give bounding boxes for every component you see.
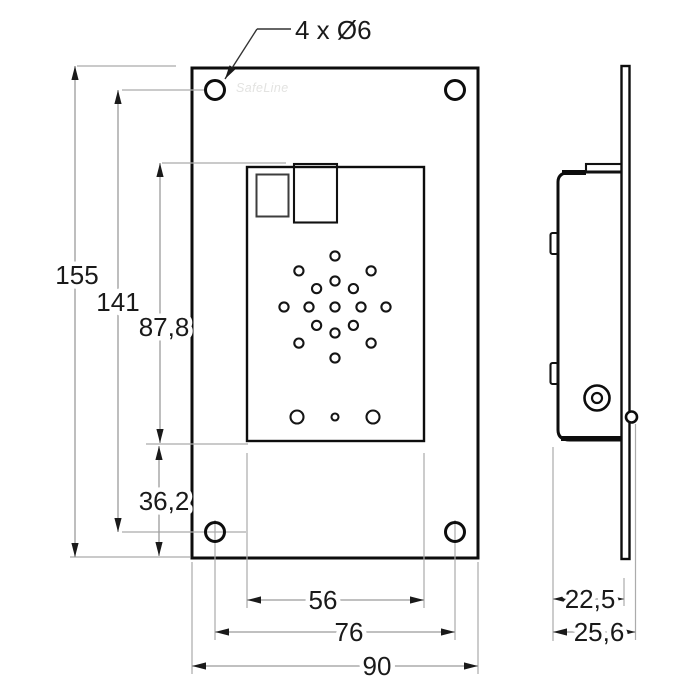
dim-label-total-width: 90: [363, 651, 392, 681]
watermark-text: SafeLine: [236, 81, 289, 95]
dim-label-total-height: 155: [55, 260, 98, 290]
bottom-hole-row: [289, 409, 381, 425]
side-dimension-labels: 22,5 25,6: [560, 580, 629, 652]
snap-clip-upper: [549, 231, 560, 256]
hole-callout: 4 x Ø6: [224, 15, 372, 80]
front-view: SafeLine: [51, 15, 480, 686]
face-plate-outline: [190, 66, 480, 560]
dim-label-bottom-section: 36,2: [139, 486, 190, 516]
dim-label-hole-spacing-h: 76: [335, 617, 364, 647]
cable-grommet: [583, 384, 611, 412]
component-block-small: [255, 173, 290, 218]
face-plate-edge: [620, 64, 631, 561]
dim-label-cutout-height: 87,8: [139, 312, 190, 342]
mounting-hole: [204, 79, 226, 101]
cutout-outline: [245, 165, 426, 443]
mounting-hole: [444, 521, 466, 543]
dimension-lines: [71, 66, 478, 670]
dim-label-hole-spacing-v: 141: [96, 287, 139, 317]
side-extension-lines: [552, 424, 637, 641]
dimension-labels: 155 141 87,8 36,2 56 76 90: [51, 256, 396, 686]
speaker-cutout: [245, 162, 426, 443]
snap-clip-lower: [549, 361, 560, 386]
extension-lines: [70, 65, 479, 674]
screw-knob: [624, 410, 639, 424]
dim-label-total-depth: 25,6: [574, 617, 625, 647]
enclosure-outline: [556, 170, 622, 442]
dim-label-cutout-width: 56: [309, 585, 338, 615]
callout-label: 4 x Ø6: [295, 15, 372, 45]
mounting-holes: [204, 79, 466, 543]
mounting-hole: [204, 521, 226, 543]
component-block-large: [292, 162, 339, 224]
side-view: 22,5 25,6: [549, 64, 639, 652]
mounting-hole: [444, 79, 466, 101]
dim-label-enclosure-depth: 22,5: [565, 584, 616, 614]
speaker-grille-holes: [278, 250, 392, 364]
side-dimension-lines: [553, 595, 636, 636]
